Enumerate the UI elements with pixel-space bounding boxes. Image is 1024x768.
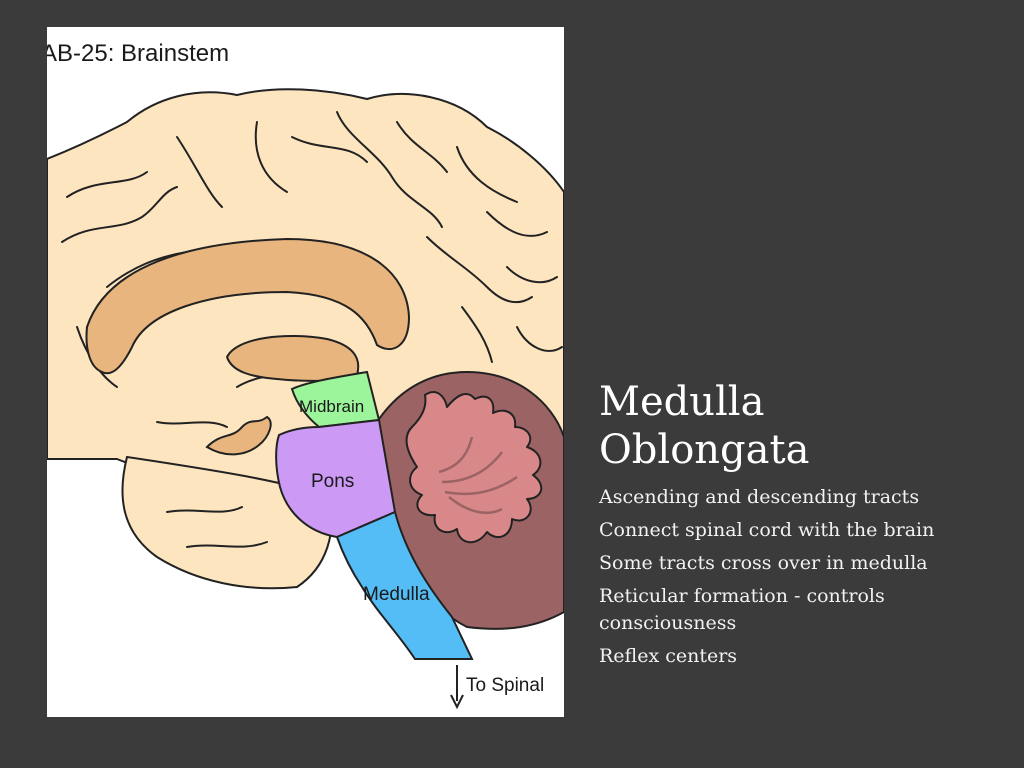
medulla-region bbox=[335, 510, 474, 660]
bullet-item: Ascending and descending tracts bbox=[599, 486, 920, 508]
spinal-arrowhead bbox=[450, 694, 464, 710]
label-midbrain: Midbrain bbox=[299, 397, 364, 416]
slide-title: Medulla Oblongata bbox=[599, 378, 1009, 474]
label-to-spinal: To Spinal bbox=[466, 675, 544, 696]
figure-caption: AB-25: Brainstem bbox=[47, 40, 229, 67]
arbor-vitae bbox=[405, 391, 543, 544]
corpus-callosum bbox=[85, 237, 411, 375]
midbrain-region bbox=[290, 370, 381, 429]
slide-title-line2: Oblongata bbox=[599, 427, 810, 473]
bullet-item: Reticular formation - controls conscious… bbox=[599, 585, 885, 634]
brainstem-figure: AB-25: Brainstem bbox=[47, 27, 564, 717]
slide-text: Medulla Oblongata Ascending and descendi… bbox=[599, 378, 1009, 676]
bullet-item: Reflex centers bbox=[599, 645, 738, 667]
pons-region bbox=[275, 418, 397, 539]
label-pons: Pons bbox=[311, 471, 354, 492]
hippocampal-gyrus bbox=[205, 415, 272, 456]
brain-diagram: AB-25: Brainstem bbox=[47, 40, 564, 710]
bullet-item: Some tracts cross over in medulla bbox=[599, 552, 928, 574]
bullet-item: Connect spinal cord with the brain bbox=[599, 519, 935, 541]
temporal-lobe bbox=[121, 455, 333, 590]
slide-title-line1: Medulla bbox=[599, 379, 765, 425]
thalamus bbox=[225, 335, 360, 382]
label-medulla: Medulla bbox=[363, 584, 430, 605]
arbor-vitae-lines bbox=[438, 436, 518, 514]
bullet-list: Ascending and descending tracts Connect … bbox=[599, 484, 1009, 670]
